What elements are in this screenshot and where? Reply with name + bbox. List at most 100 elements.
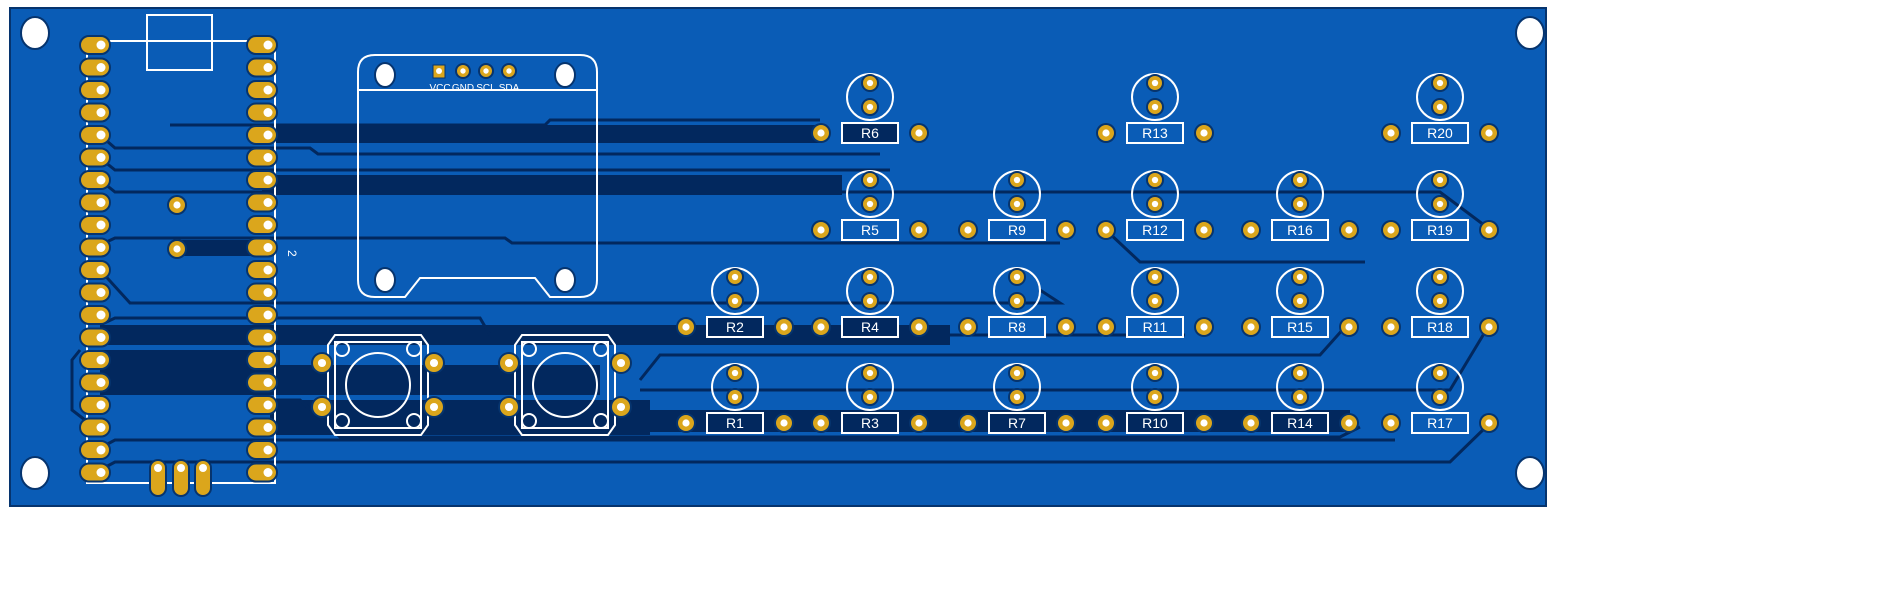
pad-hole bbox=[1345, 419, 1353, 427]
resistor-outline bbox=[841, 412, 899, 434]
pad-hole bbox=[1345, 323, 1353, 331]
header-pad bbox=[246, 372, 278, 393]
header-pad bbox=[246, 35, 278, 55]
pad-hole bbox=[1296, 200, 1304, 208]
pad-hole bbox=[263, 310, 273, 320]
pad-hole bbox=[915, 129, 923, 137]
resistor-label: R7 bbox=[1008, 415, 1026, 431]
resistor-outline bbox=[1126, 412, 1184, 434]
resistor-r10 bbox=[1096, 363, 1214, 434]
pad-hole bbox=[263, 423, 273, 432]
pad-hole bbox=[263, 243, 273, 252]
pad-hole bbox=[263, 40, 273, 50]
header-pad bbox=[79, 147, 111, 168]
resistor-outline bbox=[706, 412, 764, 434]
resistor-r16 bbox=[1241, 170, 1359, 241]
pad-hole bbox=[263, 288, 273, 297]
pad-hole bbox=[1200, 419, 1208, 427]
pad-hole bbox=[1102, 419, 1110, 427]
resistor-r1 bbox=[676, 363, 794, 434]
pad-hole bbox=[1436, 103, 1444, 111]
header-pad bbox=[246, 417, 278, 438]
resistor-r13 bbox=[1096, 73, 1214, 144]
pad-hole bbox=[1387, 419, 1395, 427]
resistor-outline bbox=[841, 122, 899, 144]
header-pad bbox=[246, 395, 278, 415]
pad-hole bbox=[1387, 323, 1395, 331]
header-pad bbox=[246, 80, 278, 100]
pad-hole bbox=[1247, 226, 1255, 234]
resistor-label: R8 bbox=[1008, 319, 1026, 335]
resistor-r19 bbox=[1381, 170, 1499, 241]
pad-hole bbox=[1151, 273, 1159, 281]
resistor-outline bbox=[1411, 122, 1469, 144]
pad-hole bbox=[429, 402, 439, 412]
pad-hole bbox=[1151, 369, 1159, 377]
resistor-label: R19 bbox=[1427, 222, 1453, 238]
resistor-r6 bbox=[811, 73, 929, 144]
pad-hole bbox=[263, 85, 273, 95]
resistor-outline bbox=[1411, 412, 1469, 434]
pad-hole bbox=[1296, 297, 1304, 305]
resistor-r2 bbox=[676, 267, 794, 338]
resistor-r17 bbox=[1381, 363, 1499, 434]
button-hole bbox=[406, 413, 422, 429]
resistor-r12 bbox=[1096, 170, 1214, 241]
resistor-r9 bbox=[958, 170, 1076, 241]
pad-hole bbox=[866, 103, 874, 111]
pad-hole bbox=[96, 378, 106, 387]
header-pad bbox=[79, 440, 111, 460]
resistor-outline bbox=[988, 412, 1046, 434]
resistor-label: R11 bbox=[1143, 319, 1168, 335]
header-pad bbox=[79, 395, 111, 415]
pad-hole bbox=[1387, 226, 1395, 234]
pad-hole bbox=[263, 468, 273, 477]
resistor-outline bbox=[841, 316, 899, 338]
pad-hole bbox=[96, 288, 106, 297]
mounting-hole bbox=[1515, 456, 1545, 490]
pad-hole bbox=[506, 68, 512, 74]
oled-pin-label-scl: SCL bbox=[476, 83, 496, 94]
pad-hole bbox=[780, 419, 788, 427]
pad-hole bbox=[96, 40, 106, 50]
pad-hole bbox=[1436, 200, 1444, 208]
header-pad bbox=[246, 327, 278, 348]
resistor-label: R20 bbox=[1427, 125, 1453, 141]
pad-hole bbox=[866, 297, 874, 305]
pad-hole bbox=[1013, 200, 1021, 208]
pad-hole bbox=[1062, 419, 1070, 427]
button-inner bbox=[334, 341, 422, 429]
pad-hole bbox=[96, 85, 106, 95]
pad-hole bbox=[177, 464, 185, 472]
button-hole bbox=[593, 413, 609, 429]
pad-hole bbox=[96, 445, 106, 455]
pad-hole bbox=[731, 297, 739, 305]
pad-hole bbox=[1102, 323, 1110, 331]
pad-hole bbox=[817, 323, 825, 331]
pad-hole bbox=[1062, 226, 1070, 234]
pad-hole bbox=[1296, 273, 1304, 281]
header-pad bbox=[79, 170, 111, 190]
header-pad bbox=[79, 417, 111, 438]
header-pad bbox=[246, 147, 278, 168]
pad-hole bbox=[1102, 129, 1110, 137]
resistor-label: R16 bbox=[1287, 222, 1313, 238]
pad-hole bbox=[866, 79, 874, 87]
pad-hole bbox=[1485, 419, 1493, 427]
button-cap bbox=[345, 352, 411, 418]
pad-hole bbox=[436, 68, 442, 74]
pad-hole bbox=[154, 464, 162, 472]
button-outline bbox=[327, 334, 429, 436]
pad-hole bbox=[96, 153, 106, 162]
pad-hole bbox=[915, 419, 923, 427]
trace bbox=[70, 349, 86, 422]
pad-hole bbox=[1485, 226, 1493, 234]
usb-pad bbox=[194, 459, 212, 497]
pad-hole bbox=[1485, 129, 1493, 137]
pad-hole bbox=[1436, 79, 1444, 87]
header-pad bbox=[246, 192, 278, 213]
header-pad bbox=[79, 350, 111, 370]
header-pad bbox=[246, 102, 278, 123]
header-pad bbox=[79, 125, 111, 145]
